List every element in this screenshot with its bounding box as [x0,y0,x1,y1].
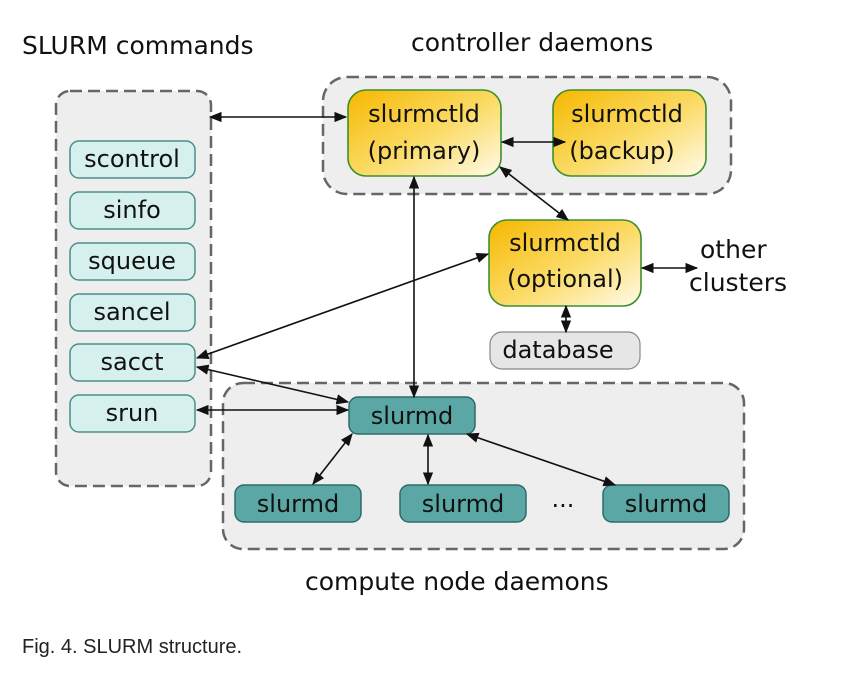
arrow-slurmd-node3 [465,432,617,487]
slurmd-node-label: slurmd [257,490,339,518]
slurmd-node-2[interactable]: slurmd [399,484,527,523]
slurmctld-backup[interactable]: slurmctld (backup) [552,89,707,177]
command-sinfo[interactable]: sinfo [69,191,196,230]
slurmd-node-3[interactable]: slurmd [602,484,730,523]
slurmd-node-label: slurmd [625,490,707,518]
command-label: srun [106,399,159,427]
command-label: scontrol [84,145,180,173]
arrow-slurmd-node1 [312,432,353,486]
backup-name: slurmctld [571,100,683,128]
command-srun[interactable]: srun [69,394,196,433]
database-box[interactable]: database [489,331,641,370]
controllers-section-label: controller daemons [411,28,653,57]
slurmd-node-label: slurmd [422,490,504,518]
commands-section-label: SLURM commands [22,31,254,60]
optional-role: (optional) [507,265,623,293]
command-sacct[interactable]: sacct [69,343,196,382]
command-label: sancel [93,298,170,326]
command-scontrol[interactable]: scontrol [69,140,196,179]
command-sancel[interactable]: sancel [69,293,196,332]
compute-group [221,381,746,551]
slurmd-head[interactable]: slurmd [348,396,476,435]
other-clusters-label-2: clusters [689,268,787,297]
command-label: squeue [88,247,176,275]
other-clusters-label-1: other [700,235,767,264]
command-label: sinfo [103,196,161,224]
database-label: database [502,336,613,364]
slurmd-node-1[interactable]: slurmd [234,484,362,523]
backup-role: (backup) [569,137,674,165]
slurmd-head-label: slurmd [371,402,453,430]
figure-caption: Fig. 4. SLURM structure. [22,636,243,658]
primary-name: slurmctld [368,100,480,128]
arrow-sacct-slurmd [195,364,350,405]
primary-role: (primary) [368,137,481,165]
ellipsis: ... [552,485,575,513]
arrow-sacct-optional [195,253,490,359]
command-label: sacct [100,348,163,376]
compute-section-label: compute node daemons [305,567,609,596]
arrow-primary-optional [498,166,570,221]
slurmctld-primary[interactable]: slurmctld (primary) [347,89,502,177]
command-squeue[interactable]: squeue [69,242,196,281]
optional-name: slurmctld [509,229,621,257]
slurmctld-optional[interactable]: slurmctld (optional) [488,219,642,307]
